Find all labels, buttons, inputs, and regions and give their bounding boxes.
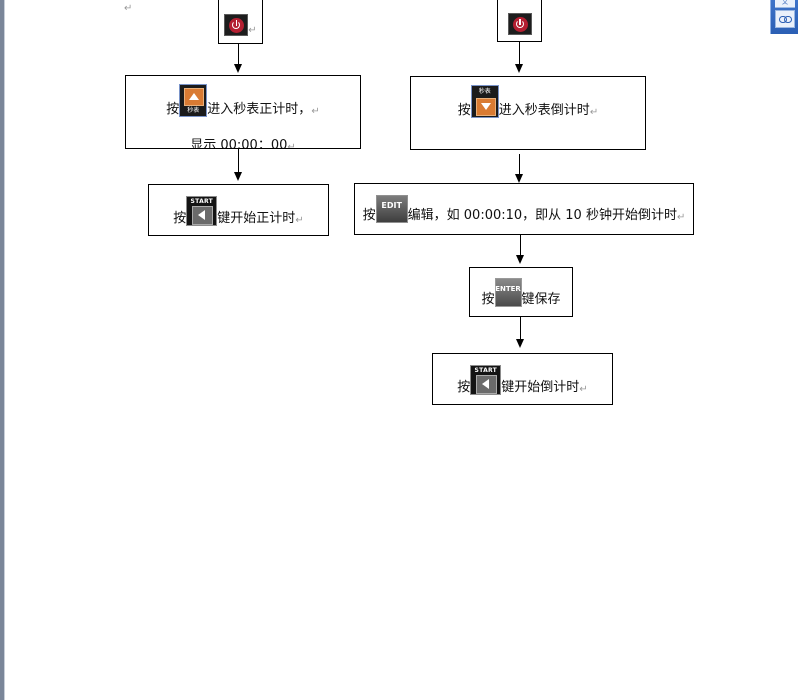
flow-step-power-left: ↵ [218,0,263,44]
step-text: 进入秒表倒计时 [498,103,590,118]
step-text-prefix: 按 [362,208,376,223]
flow-arrow-head [516,255,524,264]
step-text: 编辑，如 00:00:10，即从 10 秒钟开始倒计时 [407,208,677,223]
paragraph-mark: ↵ [311,106,320,117]
flow-step-enter: 按 ENTER 键保存 [469,267,573,317]
flow-arrow-head [515,64,523,73]
page-left-edge [0,0,5,700]
step-text: 键开始倒计时 [501,380,580,395]
paragraph-mark: ↵ [589,107,599,118]
power-icon [229,18,245,33]
flow-arrow-line [238,44,239,64]
paragraph-mark: ↵ [248,25,257,36]
power-key [224,14,249,36]
edit-key: EDIT [375,195,408,223]
flow-arrow-head [234,172,242,181]
step-text-prefix: 按 [457,103,471,118]
flow-arrow-line [238,149,239,172]
flow-step-power-right [497,0,542,42]
triangle-left-icon [482,379,490,389]
step-text-prefix: 按 [173,211,187,226]
flow-arrow-line [520,235,521,255]
paragraph-mark: ↵ [579,384,588,395]
triangle-up-icon [189,93,200,100]
step-text: 进入秒表正计时， [207,102,312,117]
triangle-down-icon [480,103,491,110]
paragraph-mark: ↵ [124,3,133,14]
enter-key-caption: ENTER [495,285,521,293]
step-text-prefix: 按 [457,380,471,395]
floating-toolbar: 文 [770,0,798,34]
paragraph-mark: ↵ [676,212,686,223]
toolbar-top-button[interactable]: 文 [775,0,795,8]
power-key [507,13,532,35]
step-text: 键开始正计时 [217,211,296,226]
stopwatch-down-key: 秒表 [470,85,499,118]
stopwatch-key-caption: 秒表 [478,88,491,95]
triangle-left-icon [198,210,206,220]
paragraph-mark: ↵ [287,142,296,149]
start-key: START [186,196,218,226]
start-key: START [470,365,502,395]
flow-step-start-down: 按 START 键开始倒计时 ↵ [432,353,613,405]
link-icon[interactable] [775,10,795,28]
flow-arrow-line [520,317,521,339]
flow-arrow-head [234,64,242,73]
start-key-caption: START [190,198,214,205]
flow-step-stopwatch-down: 按 秒表 进入秒表倒计时 ↵ [410,76,646,150]
flow-arrow-line [519,42,520,64]
flow-step-start-up: 按 START 键开始正计时 ↵ [148,184,329,236]
step-text: 键保存 [521,292,561,307]
edit-key-caption: EDIT [381,201,402,210]
power-icon [512,17,528,32]
flow-arrow-head [515,174,523,183]
flow-step-stopwatch-up: 按 秒表 进入秒表正计时， ↵ 显示 00:00：00 ↵ [125,75,361,149]
step-text-line2: 显示 00:00：00 [190,138,288,149]
flow-step-edit: 按 EDIT 编辑，如 00:00:10，即从 10 秒钟开始倒计时 ↵ [354,183,694,235]
step-text-prefix: 按 [166,102,180,117]
paragraph-mark: ↵ [295,215,304,226]
flow-arrow-line [519,154,520,174]
flow-arrow-head [516,339,524,348]
start-key-caption: START [474,367,498,374]
step-text-prefix: 按 [481,292,495,307]
enter-key: ENTER [494,278,522,307]
stopwatch-key-caption: 秒表 [187,107,200,114]
stopwatch-up-key: 秒表 [179,84,208,117]
